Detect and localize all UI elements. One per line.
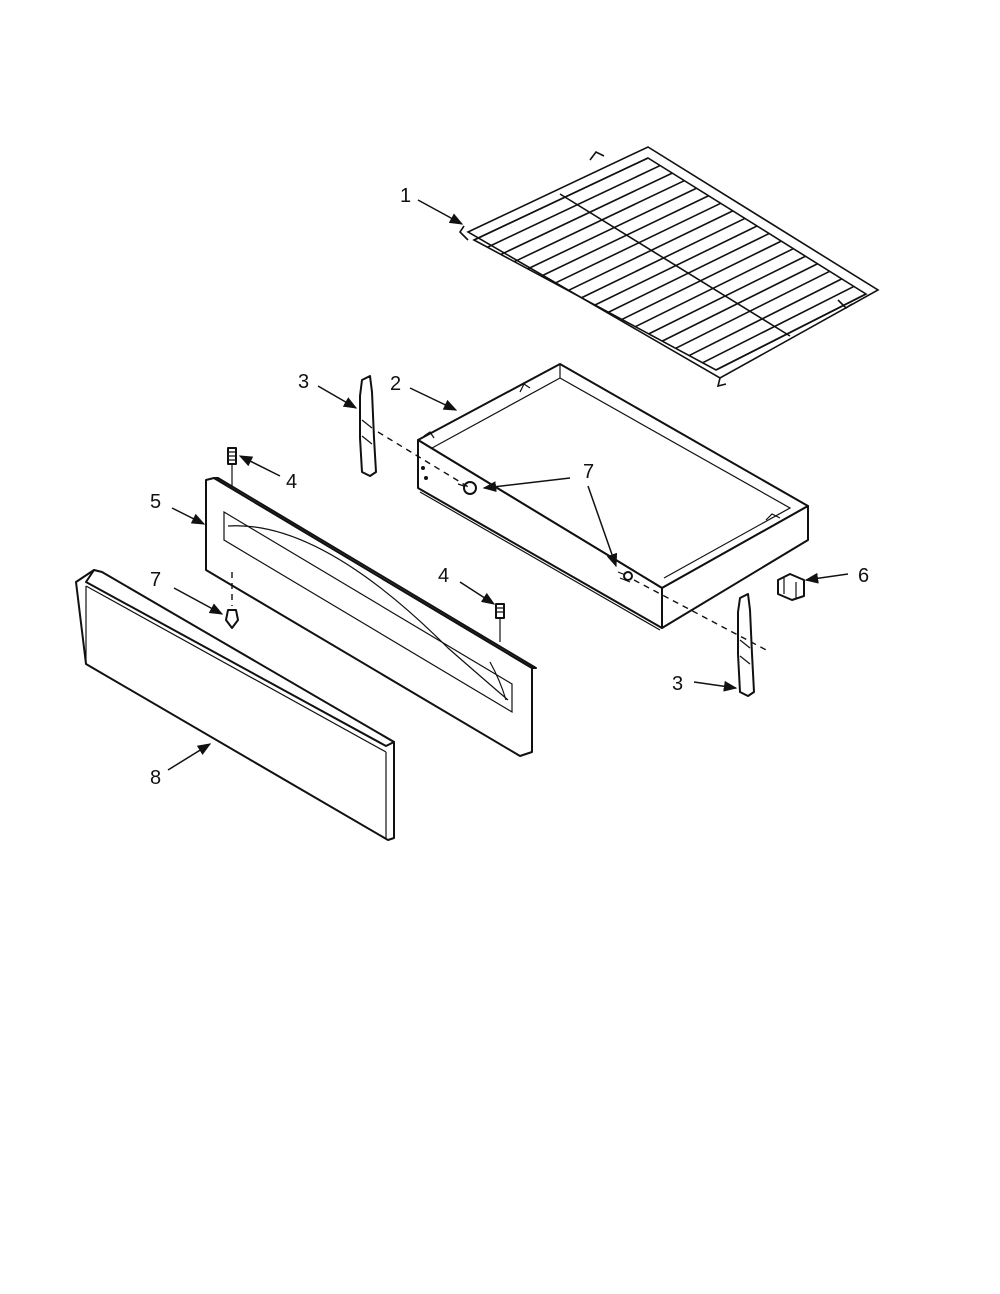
rack-wire	[688, 278, 843, 357]
callout-1: 1	[400, 185, 411, 207]
rack-wires	[473, 157, 867, 371]
rack-wire	[715, 293, 867, 371]
drawer-screw-lower	[617, 571, 633, 583]
rack-wire	[527, 187, 697, 270]
rack-wire	[621, 240, 782, 321]
rack-wire	[675, 270, 831, 350]
callout-7-drawer: 7	[583, 461, 594, 483]
callout-3-left: 3	[298, 371, 309, 393]
panel-screw-lower	[495, 603, 505, 642]
drawer-tray	[417, 363, 809, 631]
rack-wire	[540, 195, 709, 277]
rack-wire	[487, 164, 661, 248]
callout-7-panel: 7	[150, 569, 161, 591]
callout-4-upper: 4	[286, 471, 297, 493]
callout-8: 8	[150, 767, 161, 789]
callout-2: 2	[390, 373, 401, 395]
rack-wire	[648, 255, 806, 335]
rack-wire	[554, 202, 722, 285]
drawer-screw-upper	[457, 481, 477, 495]
panel-bottom-screw	[225, 572, 239, 629]
drawer-clip	[777, 573, 805, 601]
panel-screw-upper	[227, 447, 237, 486]
leader-lines	[167, 199, 849, 771]
drawer-slide-left	[359, 375, 377, 477]
oven-rack	[458, 146, 880, 388]
rack-wire	[634, 247, 794, 328]
drawer-front-panel	[205, 477, 537, 757]
rack-wire	[513, 179, 685, 263]
drawer-outer-panel	[75, 569, 395, 841]
rack-wire	[661, 263, 818, 342]
drawer-slide-right	[737, 593, 755, 697]
callout-6: 6	[858, 565, 869, 587]
rack-wire	[702, 285, 855, 364]
rack-wire	[500, 172, 673, 256]
rack-wire	[473, 157, 649, 241]
callout-3-right: 3	[672, 673, 683, 695]
callout-4-lower: 4	[438, 565, 449, 587]
callout-5: 5	[150, 491, 161, 513]
